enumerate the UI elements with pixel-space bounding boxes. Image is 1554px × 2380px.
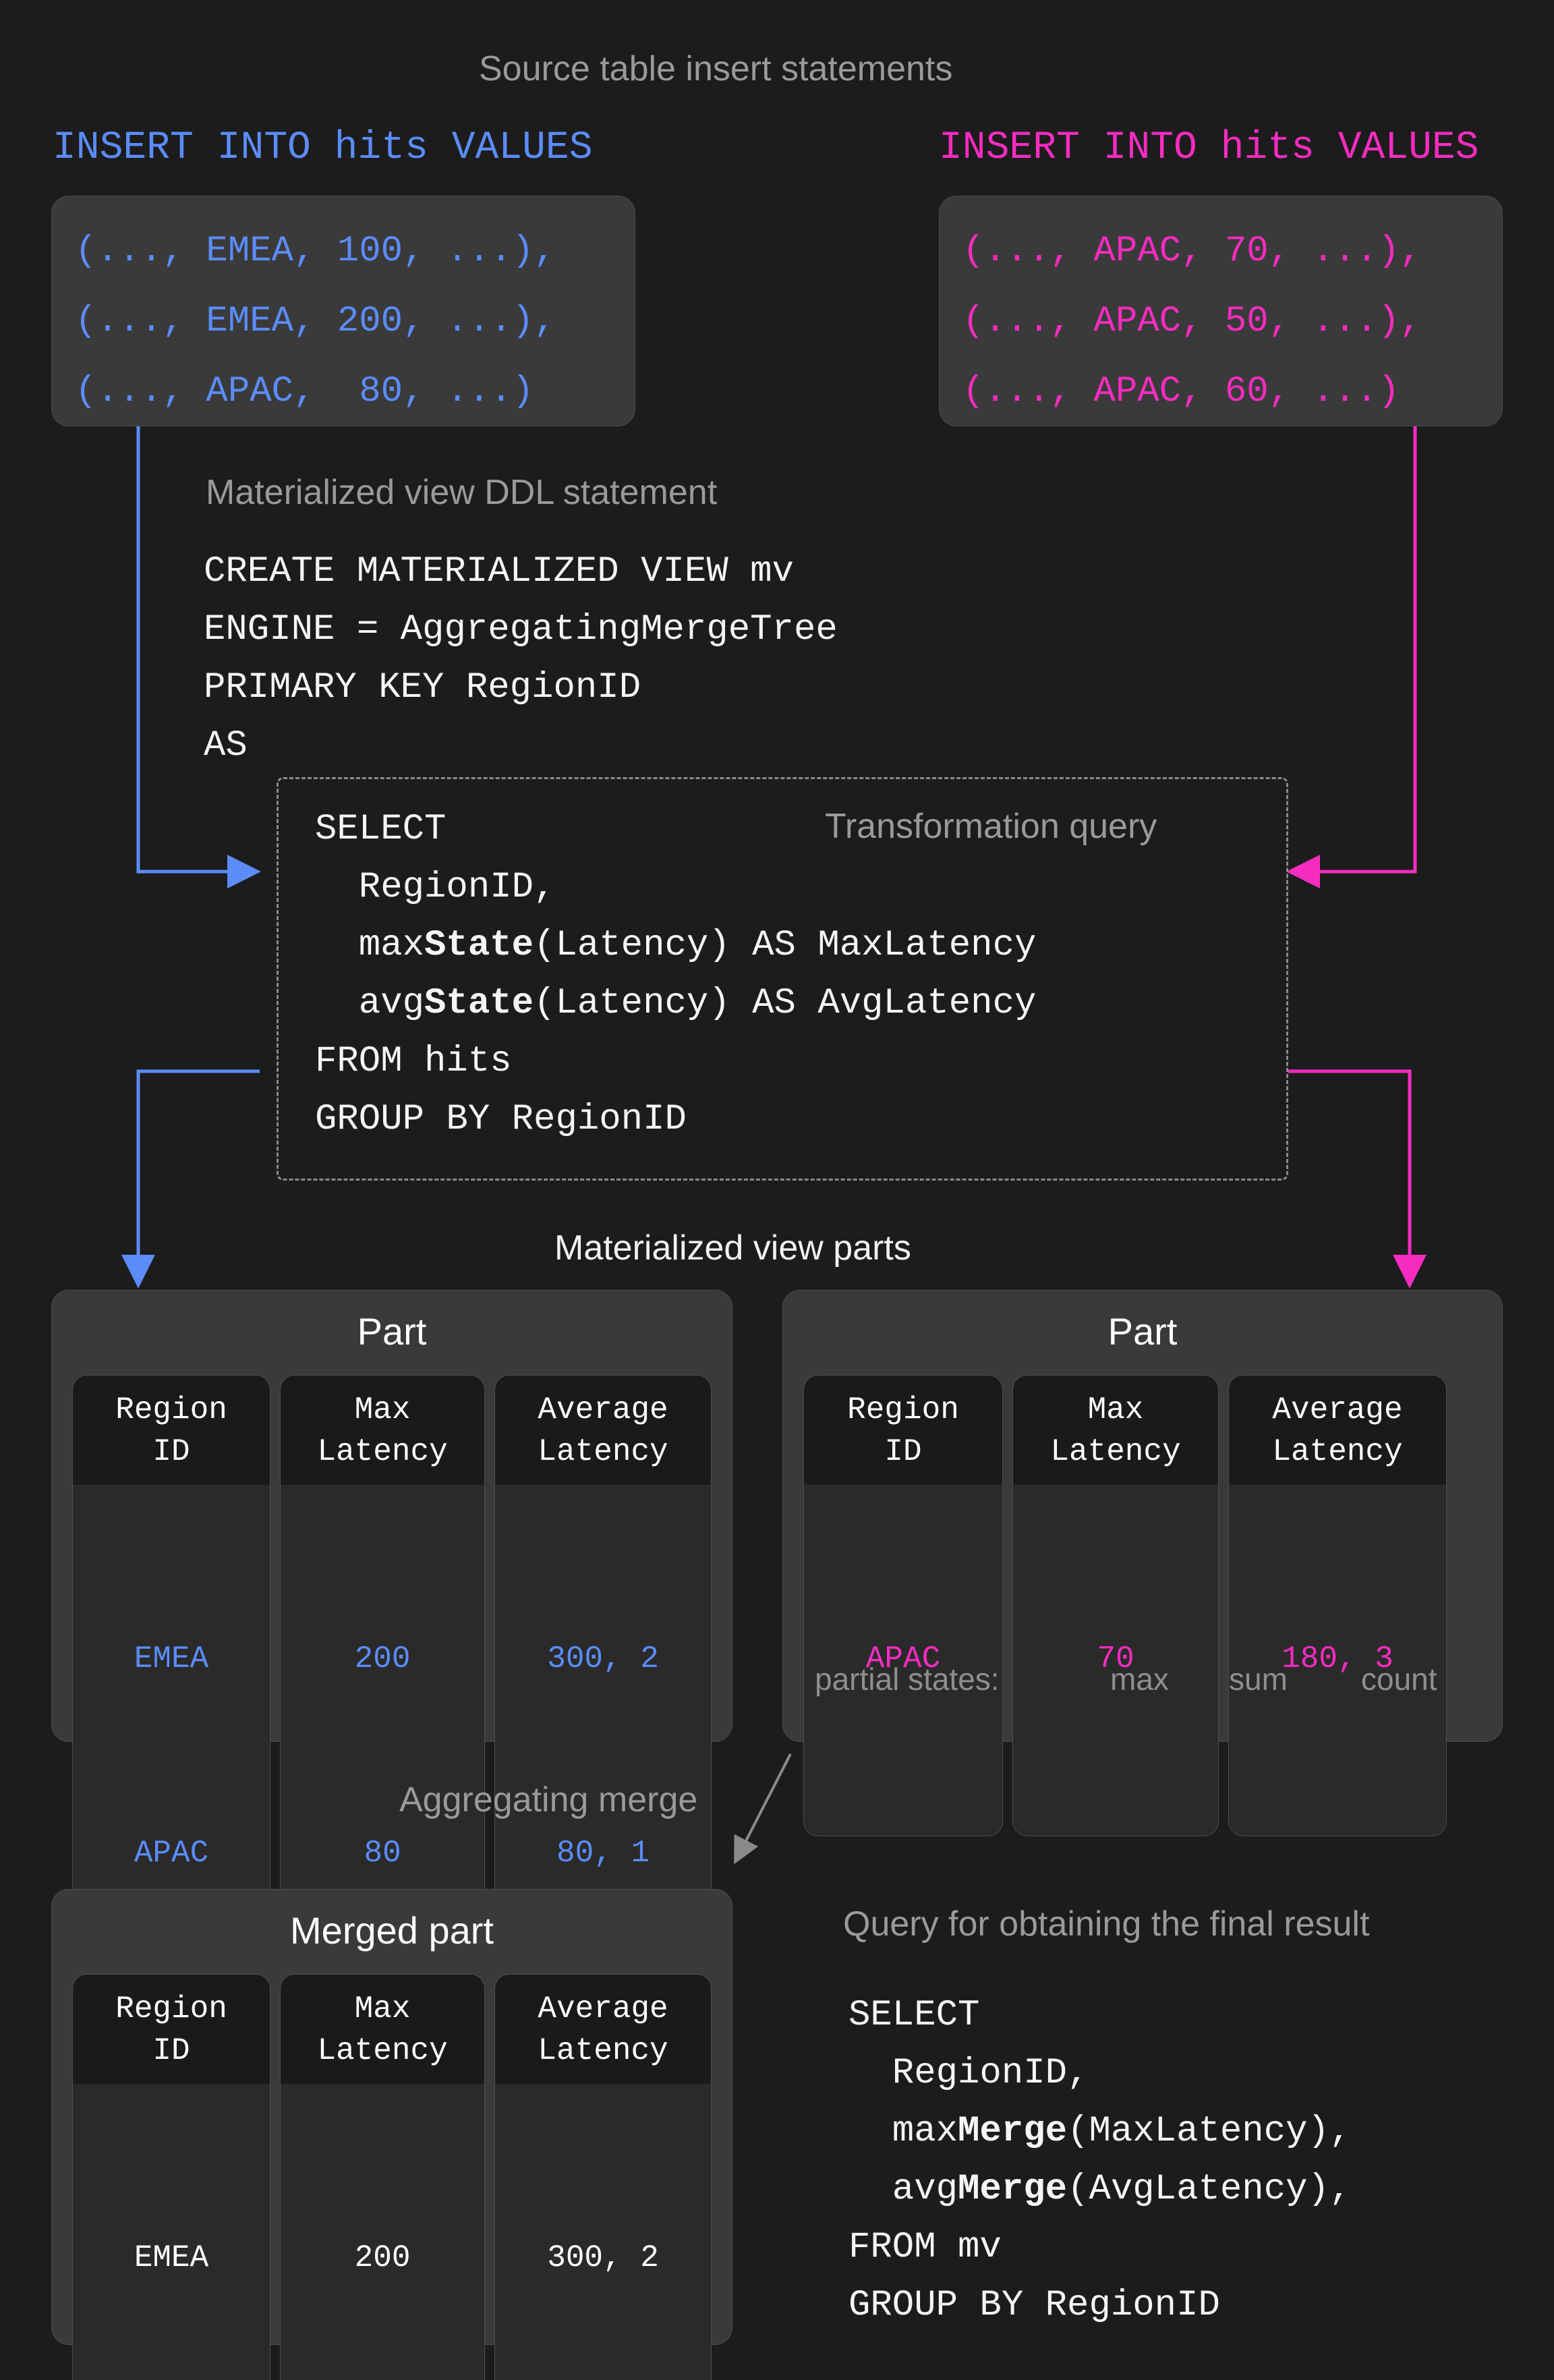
connector-right-insert-to-query — [1286, 426, 1417, 888]
cell: 300, 2 — [547, 2240, 659, 2275]
column-header: Max Latency — [1013, 1376, 1218, 1485]
cell: 70 — [1097, 1641, 1134, 1676]
part-right-title: Part — [1107, 1310, 1178, 1353]
tq-line-avgstate: avgState(Latency) AS AvgLatency — [315, 975, 1037, 1033]
column-header: Average Latency — [1229, 1376, 1446, 1485]
column-body: EMEA APAC — [73, 2084, 270, 2380]
left-insert-row: (..., EMEA, 200, ...), — [75, 301, 556, 342]
cell: EMEA — [134, 2240, 209, 2275]
part-right-column-regionid: Region ID APAC — [803, 1375, 1003, 1836]
ddl-line-as: AS — [204, 725, 248, 766]
cell: 300, 2 — [547, 1641, 659, 1676]
merged-column-avglatency: Average Latency 300, 2 260, 4 — [494, 1974, 712, 2380]
column-header: Region ID — [73, 1975, 270, 2084]
final-query-heading: Query for obtaining the final result — [843, 1904, 1370, 1944]
fq-avgmerge-bold: Merge — [958, 2169, 1068, 2210]
cell: 80, 1 — [556, 1836, 650, 1871]
partial-states-label: partial states: — [815, 1662, 1000, 1697]
cell: 200 — [354, 1641, 411, 1676]
source-inserts-heading: Source table insert statements — [479, 49, 953, 88]
fq-line-maxmerge: maxMerge(MaxLatency), — [848, 2103, 1352, 2161]
connector-query-to-left-part — [121, 1069, 260, 1288]
tq-maxstate-bold: State — [424, 925, 534, 966]
right-insert-row: (..., APAC, 60, ...) — [962, 371, 1400, 412]
part-right-column-maxlatency: Max Latency 70 — [1012, 1375, 1219, 1836]
right-insert-header: INSERT INTO hits VALUES — [939, 126, 1479, 170]
tq-avgstate-post: (Latency) AS AvgLatency — [534, 983, 1037, 1024]
right-insert-row: (..., APAC, 70, ...), — [962, 231, 1422, 272]
tq-line-from: FROM hits — [315, 1041, 512, 1082]
tq-line-maxstate: maxState(Latency) AS MaxLatency — [315, 917, 1037, 975]
cell: 80 — [364, 1836, 401, 1871]
cell: APAC — [134, 1836, 209, 1871]
connector-query-to-right-part — [1288, 1069, 1427, 1288]
partial-states-max: max — [1110, 1662, 1169, 1697]
tq-maxstate-pre: max — [315, 925, 425, 966]
fq-maxmerge-post: (MaxLatency), — [1067, 2111, 1352, 2152]
ddl-line-primary-key: PRIMARY KEY RegionID — [204, 667, 641, 708]
tq-avgstate-bold: State — [424, 983, 534, 1024]
fq-line-regionid: RegionID, — [848, 2053, 1089, 2094]
column-body: 200 80 — [281, 2084, 485, 2380]
partial-states-count: count — [1361, 1662, 1437, 1697]
cell: 180, 3 — [1282, 1641, 1393, 1676]
left-insert-row: (..., EMEA, 100, ...), — [75, 231, 556, 272]
tq-line-regionid: RegionID, — [315, 867, 556, 908]
cell: 200 — [354, 2240, 411, 2275]
merged-column-regionid: Region ID EMEA APAC — [72, 1974, 271, 2380]
cell: EMEA — [134, 1641, 209, 1676]
fq-avgmerge-post: (AvgLatency), — [1067, 2169, 1352, 2210]
transformation-query-heading: Transformation query — [825, 807, 1157, 846]
column-body: 300, 2 260, 4 — [495, 2084, 711, 2380]
partial-states-sum: sum — [1229, 1662, 1288, 1697]
ddl-line-create: CREATE MATERIALIZED VIEW mv — [204, 551, 794, 592]
column-header: Region ID — [804, 1376, 1002, 1485]
ddl-line-engine: ENGINE = AggregatingMergeTree — [204, 609, 838, 650]
mv-part-left: Part Region ID EMEA APAC Max Latency 200… — [51, 1290, 732, 2031]
column-body: 70 — [1013, 1485, 1218, 1836]
left-insert-header: INSERT INTO hits VALUES — [53, 126, 593, 170]
tq-maxstate-post: (Latency) AS MaxLatency — [534, 925, 1037, 966]
right-insert-row: (..., APAC, 50, ...), — [962, 301, 1422, 342]
tq-avgstate-pre: avg — [315, 983, 425, 1024]
mv-parts-heading: Materialized view parts — [554, 1228, 911, 1268]
fq-line-groupby: GROUP BY RegionID — [848, 2285, 1220, 2326]
column-body: 180, 3 — [1229, 1485, 1446, 1836]
right-insert-card: (..., APAC, 70, ...), (..., APAC, 50, ..… — [939, 196, 1503, 426]
tq-line-select: SELECT — [315, 809, 447, 850]
mv-part-right: Part Region ID APAC Max Latency 70 Avera… — [782, 1290, 1503, 1836]
part-right-column-avglatency: Average Latency 180, 3 — [1228, 1375, 1447, 1836]
part-left-title: Part — [357, 1310, 427, 1353]
transformation-query-box: Transformation query SELECT RegionID, ma… — [277, 777, 1288, 1181]
column-header: Region ID — [73, 1376, 270, 1485]
aggregating-merge-label: Aggregating merge — [399, 1780, 698, 1819]
fq-line-from: FROM mv — [848, 2227, 1002, 2268]
column-header: Max Latency — [281, 1975, 485, 2084]
fq-line-select: SELECT — [848, 1995, 980, 2036]
fq-line-avgmerge: avgMerge(AvgLatency), — [848, 2161, 1352, 2219]
left-insert-row: (..., APAC, 80, ...) — [75, 371, 534, 412]
tq-line-groupby: GROUP BY RegionID — [315, 1099, 687, 1140]
merged-part: Merged part Region ID EMEA APAC Max Late… — [51, 1889, 732, 2380]
mv-ddl-heading: Materialized view DDL statement — [206, 473, 718, 512]
column-header: Average Latency — [495, 1975, 711, 2084]
fq-maxmerge-pre: max — [848, 2111, 958, 2152]
column-header: Max Latency — [281, 1376, 485, 1485]
fq-maxmerge-bold: Merge — [958, 2111, 1068, 2152]
fq-avgmerge-pre: avg — [848, 2169, 958, 2210]
merged-part-title: Merged part — [290, 1909, 494, 1952]
cell: APAC — [865, 1641, 941, 1676]
merged-column-maxlatency: Max Latency 200 80 — [280, 1974, 486, 2380]
left-insert-card: (..., EMEA, 100, ...), (..., EMEA, 200, … — [51, 196, 635, 426]
connector-right-part-to-merged — [734, 1753, 792, 1865]
column-body: APAC — [804, 1485, 1002, 1836]
column-header: Average Latency — [495, 1376, 711, 1485]
